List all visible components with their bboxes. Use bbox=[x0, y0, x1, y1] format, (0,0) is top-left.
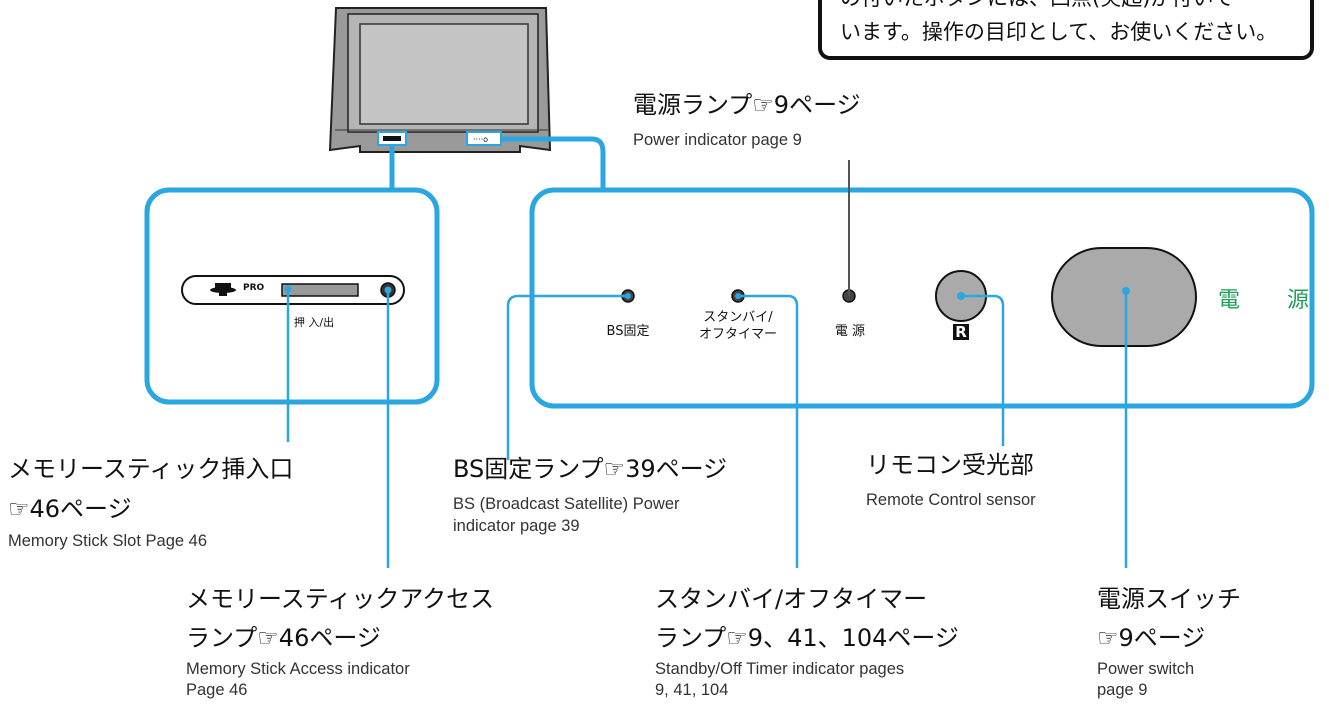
insert-eject-label: 押 入/出 bbox=[293, 316, 335, 329]
callout-standby-en2: 9, 41, 104 bbox=[655, 681, 729, 699]
front-panel bbox=[529, 187, 1315, 409]
power-lamp-label: 電 源 bbox=[834, 324, 866, 339]
callout-memory-slot-jp1: メモリースティック挿入口 bbox=[8, 455, 294, 483]
callout-memory-access-en2: Page 46 bbox=[186, 681, 248, 699]
callout-bs-lamp-en2: indicator page 39 bbox=[453, 517, 580, 535]
memory-slot bbox=[281, 283, 359, 297]
callout-memory-slot-jp2: ☞46ページ bbox=[8, 495, 132, 523]
callout-standby-jp2: ランプ☞9、41、104ページ bbox=[655, 624, 959, 652]
callout-power-switch-jp1: 電源スイッチ bbox=[1097, 585, 1241, 613]
note-line-1: の付いたボタンには、凸点(突起)が付いて bbox=[840, 0, 1234, 12]
callout-power-indicator-en: Power indicator page 9 bbox=[633, 131, 802, 149]
callout-memory-slot-en: Memory Stick Slot Page 46 bbox=[8, 532, 207, 550]
callout-power-switch-en1: Power switch bbox=[1097, 660, 1195, 678]
callout-standby-en1: Standby/Off Timer indicator pages bbox=[655, 660, 905, 678]
note-line-2: います。操作の目印として、お使いください。 bbox=[840, 20, 1278, 44]
svg-text:····o: ····o bbox=[473, 135, 488, 144]
callout-power-switch-jp2: ☞9ページ bbox=[1097, 624, 1206, 652]
callout-memory-access-en1: Memory Stick Access indicator bbox=[186, 660, 410, 678]
standby-label-line-1: スタンバイ/ bbox=[703, 310, 773, 325]
power-switch-label: 電 源 bbox=[1218, 288, 1329, 313]
tv-illustration: ····o bbox=[328, 7, 552, 153]
callout-standby-jp1: スタンバイ/オフタイマー bbox=[655, 585, 928, 613]
callout-memory-access-jp2: ランプ☞46ページ bbox=[186, 624, 381, 652]
callout-remote-sensor-jp: リモコン受光部 bbox=[866, 451, 1034, 479]
power-switch bbox=[1051, 247, 1197, 347]
callout-bs-lamp-en1: BS (Broadcast Satellite) Power bbox=[453, 495, 680, 513]
bs-fixed-label: BS固定 bbox=[606, 324, 650, 339]
standby-label: スタンバイ/ オフタイマー bbox=[683, 309, 793, 343]
standby-label-line-2: オフタイマー bbox=[698, 327, 777, 342]
ir-mark-icon: R bbox=[953, 324, 969, 340]
memory-stick-logo-icon bbox=[210, 283, 236, 296]
note-box: の付いたボタンには、凸点(突起)が付いて います。操作の目印として、お使いくださ… bbox=[818, 0, 1314, 60]
callout-memory-access-jp1: メモリースティックアクセス bbox=[186, 585, 495, 613]
callout-power-switch-en2: page 9 bbox=[1097, 681, 1148, 699]
callout-power-indicator-jp: 電源ランプ☞9ページ bbox=[633, 91, 861, 119]
callout-remote-sensor-en: Remote Control sensor bbox=[866, 491, 1036, 509]
callout-bs-lamp-jp: BS固定ランプ☞39ページ bbox=[453, 455, 728, 483]
pro-label: PRO bbox=[243, 283, 265, 293]
